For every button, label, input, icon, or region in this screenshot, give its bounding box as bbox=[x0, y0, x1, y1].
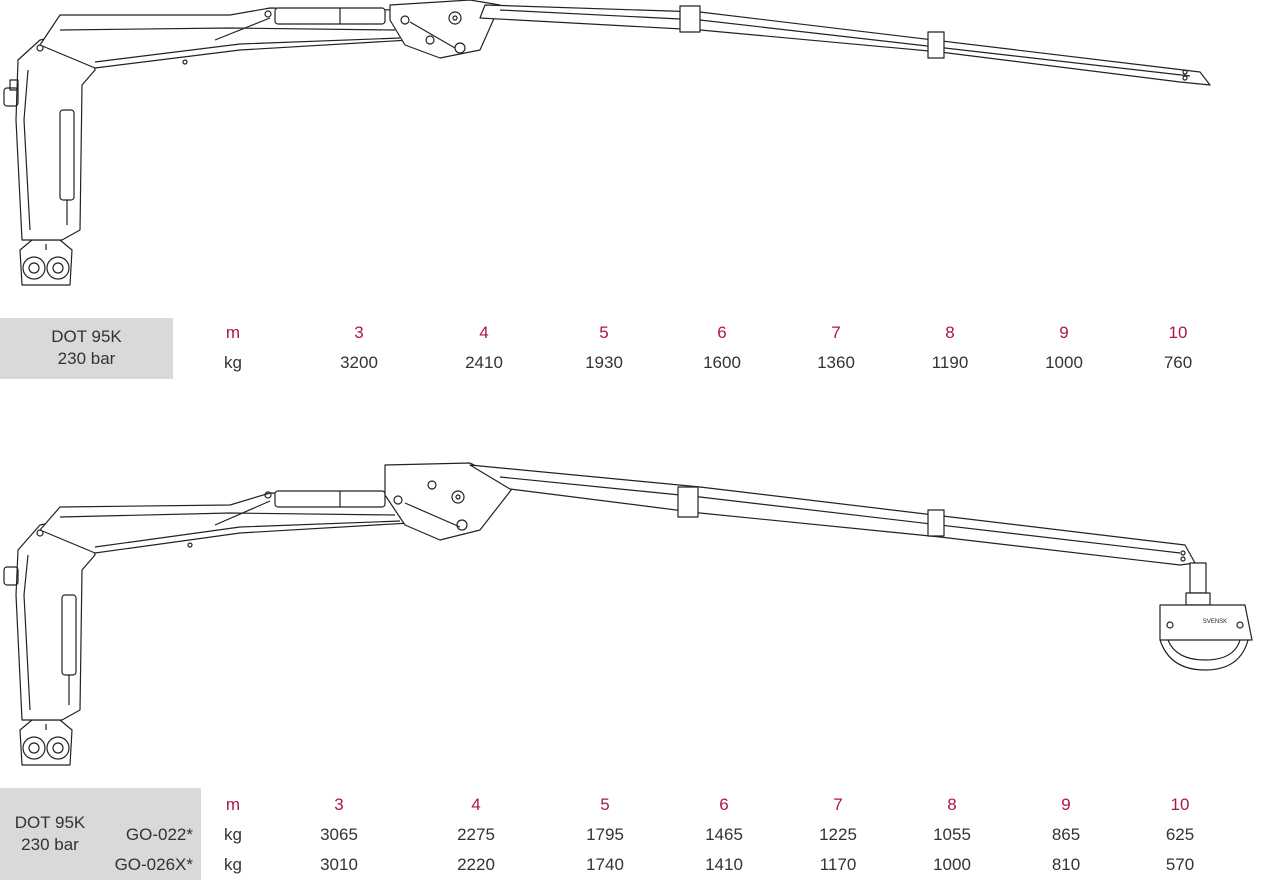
distance-cell: 5 bbox=[600, 795, 610, 814]
load-cell: 1410 bbox=[705, 855, 743, 874]
load-cell: 810 bbox=[1051, 855, 1081, 874]
load-cell: 1225 bbox=[819, 825, 857, 844]
load-table-2: DOT 95K 230 bar GO-022* GO-026X* m 3 4 5 6 7 8… bbox=[0, 788, 1280, 884]
crane-inner-boom bbox=[39, 490, 411, 554]
crane-base bbox=[19, 719, 73, 766]
load-cell: 2275 bbox=[457, 825, 495, 844]
grapple-label-1: GO-022* bbox=[125, 825, 193, 844]
distance-cell: 9 bbox=[1061, 795, 1071, 814]
load-cell: 1360 bbox=[817, 353, 855, 372]
model-label: DOT 95K 230 bar bbox=[0, 812, 100, 856]
crane-outer-boom bbox=[479, 4, 1211, 86]
distance-cell: 8 bbox=[947, 795, 957, 814]
distance-cell: 10 bbox=[1170, 795, 1190, 814]
distance-cell: 4 bbox=[471, 795, 481, 814]
model-name: DOT 95K bbox=[14, 813, 86, 832]
load-cell: 760 bbox=[1163, 353, 1193, 372]
distance-cell: 6 bbox=[719, 795, 729, 814]
load-cell: 1055 bbox=[933, 825, 971, 844]
load-cell: 1795 bbox=[586, 825, 624, 844]
load-cell: 2410 bbox=[465, 353, 503, 372]
load-cell: 3065 bbox=[320, 825, 358, 844]
distance-cell: 7 bbox=[833, 795, 843, 814]
crane-drawing-2: SVENSK bbox=[0, 455, 1280, 766]
crane-inner-boom bbox=[39, 7, 411, 69]
unit-label: m bbox=[225, 323, 241, 342]
distance-cell: 10 bbox=[1168, 323, 1188, 342]
unit-label: kg bbox=[224, 855, 242, 874]
load-cell: 1190 bbox=[931, 353, 969, 372]
model-label-box: DOT 95K 230 bar bbox=[0, 318, 173, 379]
crane-knuckle-link bbox=[389, 0, 501, 59]
load-cell: 1000 bbox=[1045, 353, 1083, 372]
distance-cell: 4 bbox=[479, 323, 489, 342]
distance-cell: 3 bbox=[354, 323, 364, 342]
grapple-brand: SVENSK bbox=[1203, 619, 1227, 625]
distance-cell: 7 bbox=[831, 323, 841, 342]
model-pressure: 230 bar bbox=[57, 349, 116, 368]
load-cell: 2220 bbox=[457, 855, 495, 874]
load-cell: 1930 bbox=[585, 353, 623, 372]
load-cell: 625 bbox=[1165, 825, 1195, 844]
crane-outer-boom bbox=[469, 464, 1196, 566]
distance-cell: 3 bbox=[334, 795, 344, 814]
load-cell: 1170 bbox=[819, 855, 857, 874]
crane-column bbox=[3, 514, 96, 721]
model-name: DOT 95K bbox=[51, 327, 122, 346]
crane-base bbox=[19, 239, 73, 286]
model-label-box: DOT 95K 230 bar GO-022* GO-026X* bbox=[0, 788, 201, 880]
unit-label: m bbox=[225, 795, 241, 814]
distance-cell: 6 bbox=[717, 323, 727, 342]
load-cell: 1740 bbox=[586, 855, 624, 874]
load-cell: 1000 bbox=[933, 855, 971, 874]
model-label: DOT 95K 230 bar bbox=[0, 326, 173, 370]
distance-cell: 5 bbox=[599, 323, 609, 342]
distance-cell: 9 bbox=[1059, 323, 1069, 342]
load-table-1: DOT 95K 230 bar m 3 4 5 6 7 8 9 10 kg 3200 2410 193… bbox=[0, 318, 1280, 380]
load-cell: 1465 bbox=[705, 825, 743, 844]
unit-label: kg bbox=[224, 353, 242, 372]
load-cell: 3010 bbox=[320, 855, 358, 874]
crane-drawing-1 bbox=[0, 0, 1280, 300]
unit-label: kg bbox=[224, 825, 242, 844]
grapple-label-2: GO-026X* bbox=[114, 855, 193, 874]
grapple: SVENSK bbox=[1159, 562, 1253, 671]
load-cell: 570 bbox=[1165, 855, 1195, 874]
load-cell: 1600 bbox=[703, 353, 741, 372]
load-cell: 3200 bbox=[340, 353, 378, 372]
model-pressure: 230 bar bbox=[21, 835, 79, 854]
load-cell: 865 bbox=[1051, 825, 1081, 844]
distance-cell: 8 bbox=[945, 323, 955, 342]
